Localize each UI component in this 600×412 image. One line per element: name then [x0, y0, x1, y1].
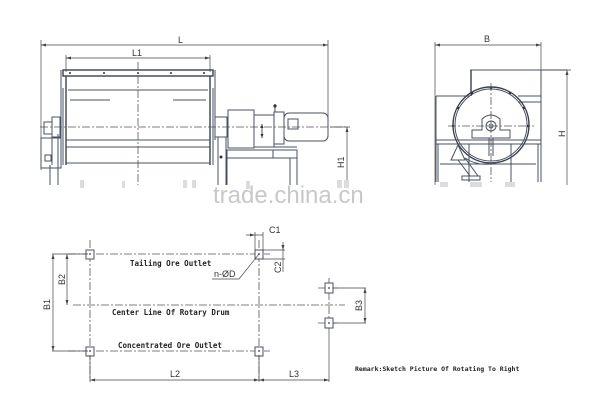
front-view: L L1: [40, 35, 350, 185]
label-c2: C2: [273, 261, 283, 273]
label-l2: L2: [170, 369, 180, 379]
label-tailing-ore-outlet: Tailing Ore Outlet: [130, 259, 211, 268]
foundation-plan: Tailing Ore Outlet Center Line Of Rotary…: [42, 225, 367, 382]
label-concentrated-ore-outlet: Concentrated Ore Outlet: [118, 341, 222, 350]
watermark: trade.china.cn: [213, 182, 364, 209]
side-view: B: [434, 34, 571, 185]
label-b1: B1: [42, 299, 52, 310]
dimension-c2: C2: [263, 242, 285, 273]
remark-text: Remark:Sketch Picture Of Rotating To Rig…: [355, 365, 519, 373]
dimension-bolt-holes: n-ØD: [212, 253, 260, 280]
label-c1: C1: [269, 225, 281, 235]
label-l1: L1: [132, 48, 142, 58]
dimension-l1: L1: [65, 48, 211, 72]
label-l3: L3: [289, 369, 299, 379]
dimension-l3: L3: [259, 328, 330, 382]
label-center-line: Center Line Of Rotary Drum: [112, 308, 230, 317]
dimension-h: H: [541, 69, 571, 185]
label-b3: B3: [354, 300, 364, 311]
dimension-b1: B1: [42, 253, 88, 352]
label-h1: H1: [336, 156, 346, 168]
dimension-b: B: [434, 34, 542, 185]
dimension-l2: L2: [89, 355, 260, 382]
label-l: L: [178, 35, 183, 45]
label-b: B: [484, 34, 490, 44]
dimension-c1: C1: [246, 225, 281, 250]
dimension-b3: B3: [333, 287, 367, 324]
label-b2: B2: [57, 274, 67, 285]
dimension-h1: H1: [330, 126, 350, 185]
image-artifacts: [80, 180, 515, 189]
label-h: H: [557, 131, 567, 138]
dimension-b2: B2: [57, 254, 69, 305]
label-bolt-holes: n-ØD: [214, 269, 236, 279]
